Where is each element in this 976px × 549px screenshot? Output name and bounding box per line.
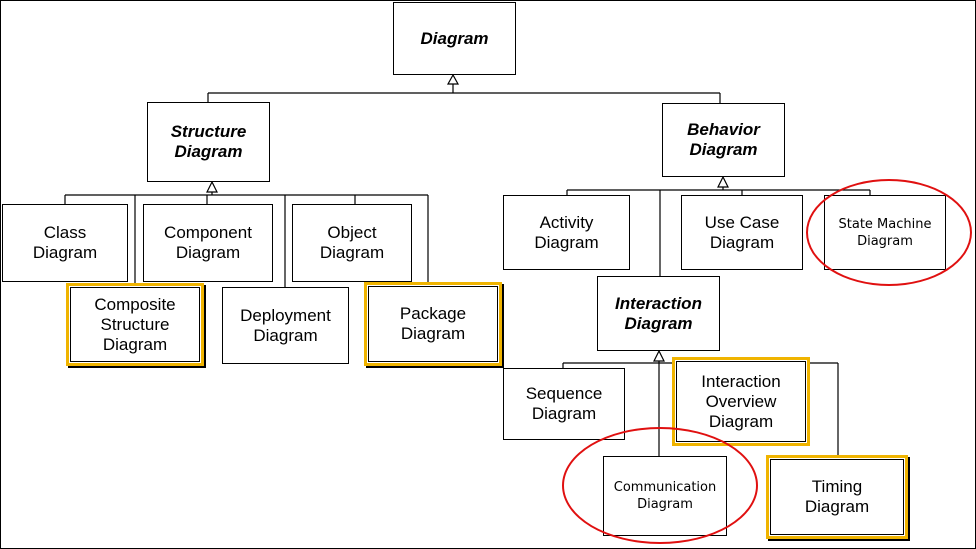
sequence-diagram-box: Sequence Diagram	[503, 368, 625, 440]
behavior-diagram-box: Behavior Diagram	[662, 103, 785, 177]
state-machine-highlight-ellipse	[806, 179, 972, 286]
structure-diagram-box: Structure Diagram	[147, 102, 270, 182]
package-diagram-box: Package Diagram	[364, 282, 502, 366]
interaction-overview-diagram-box: Interaction Overview Diagram	[672, 357, 810, 446]
timing-diagram-box: Timing Diagram	[766, 455, 908, 539]
diagram-box: Diagram	[393, 2, 516, 75]
class-diagram-box: Class Diagram	[2, 204, 128, 282]
communication-highlight-ellipse	[562, 427, 758, 544]
interaction-diagram-box: Interaction Diagram	[597, 276, 720, 351]
activity-diagram-box: Activity Diagram	[503, 195, 630, 270]
deployment-diagram-box: Deployment Diagram	[222, 287, 349, 364]
object-diagram-box: Object Diagram	[292, 204, 412, 282]
use-case-diagram-box: Use Case Diagram	[681, 195, 803, 270]
composite-structure-diagram-box: Composite Structure Diagram	[66, 283, 204, 366]
component-diagram-box: Component Diagram	[143, 204, 273, 282]
